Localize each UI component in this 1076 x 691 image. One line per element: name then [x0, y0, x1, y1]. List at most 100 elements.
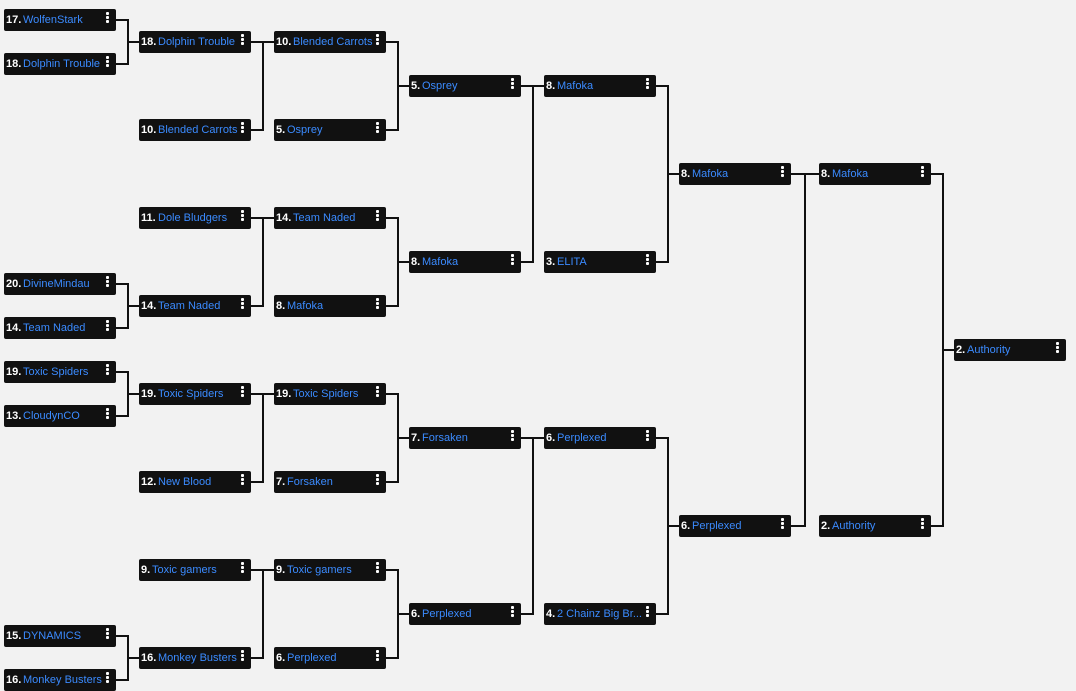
match-slot[interactable]: 16.Monkey Busters	[139, 647, 251, 669]
match-slot[interactable]: 6.Perplexed	[274, 647, 386, 669]
match-slot[interactable]: 16.Monkey Busters	[4, 669, 116, 691]
team-name-link[interactable]: Mafoka	[422, 256, 459, 268]
team-name-link[interactable]: Osprey	[422, 80, 458, 92]
more-vertical-icon[interactable]	[241, 298, 245, 310]
team-name-link[interactable]: Perplexed	[557, 432, 607, 444]
more-vertical-icon[interactable]	[646, 254, 650, 266]
more-vertical-icon[interactable]	[106, 276, 110, 288]
more-vertical-icon[interactable]	[241, 474, 245, 486]
team-name-link[interactable]: Dolphin Trouble	[158, 36, 236, 48]
more-vertical-icon[interactable]	[106, 56, 110, 68]
more-vertical-icon[interactable]	[646, 606, 650, 618]
match-slot[interactable]: 8.Mafoka	[409, 251, 521, 273]
team-name-link[interactable]: Blended Carrots	[158, 124, 238, 136]
match-slot[interactable]: 15.DYNAMICS	[4, 625, 116, 647]
more-vertical-icon[interactable]	[106, 320, 110, 332]
more-vertical-icon[interactable]	[376, 34, 380, 46]
match-slot[interactable]: 17.WolfenStark	[4, 9, 116, 31]
match-slot[interactable]: 8.Mafoka	[819, 163, 931, 185]
match-slot[interactable]: 8.Mafoka	[274, 295, 386, 317]
team-name-link[interactable]: Perplexed	[692, 520, 742, 532]
team-name-link[interactable]: Monkey Busters	[158, 652, 237, 664]
match-slot[interactable]: 7.Forsaken	[274, 471, 386, 493]
match-slot[interactable]: 13.CloudynCO	[4, 405, 116, 427]
team-name-link[interactable]: Blended Carrots	[293, 36, 373, 48]
team-name-link[interactable]: Forsaken	[287, 476, 333, 488]
more-vertical-icon[interactable]	[241, 562, 245, 574]
match-slot[interactable]: 9.Toxic gamers	[274, 559, 386, 581]
match-slot[interactable]: 10.Blended Carrots	[139, 119, 251, 141]
team-name-link[interactable]: DYNAMICS	[23, 630, 82, 642]
more-vertical-icon[interactable]	[511, 254, 515, 266]
team-name-link[interactable]: Authority	[832, 520, 876, 532]
more-vertical-icon[interactable]	[376, 386, 380, 398]
match-slot[interactable]: 10.Blended Carrots	[274, 31, 386, 53]
match-slot[interactable]: 19.Toxic Spiders	[4, 361, 116, 383]
team-name-link[interactable]: Toxic Spiders	[23, 366, 89, 378]
match-slot[interactable]: 19.Toxic Spiders	[274, 383, 386, 405]
more-vertical-icon[interactable]	[511, 78, 515, 90]
team-name-link[interactable]: Dolphin Trouble	[23, 58, 101, 70]
more-vertical-icon[interactable]	[106, 364, 110, 376]
team-name-link[interactable]: Team Naded	[158, 300, 221, 312]
team-name-link[interactable]: Perplexed	[287, 652, 337, 664]
match-slot[interactable]: 18.Dolphin Trouble	[4, 53, 116, 75]
more-vertical-icon[interactable]	[241, 386, 245, 398]
match-slot[interactable]: 5.Osprey	[409, 75, 521, 97]
match-slot[interactable]: 18.Dolphin Trouble	[139, 31, 251, 53]
team-name-link[interactable]: WolfenStark	[23, 14, 83, 26]
team-name-link[interactable]: Mafoka	[287, 300, 324, 312]
match-slot[interactable]: 9.Toxic gamers	[139, 559, 251, 581]
team-name-link[interactable]: Osprey	[287, 124, 323, 136]
team-name-link[interactable]: ELITA	[557, 256, 587, 268]
more-vertical-icon[interactable]	[781, 518, 785, 530]
match-slot[interactable]: 4.2 Chainz Big Br...	[544, 603, 656, 625]
match-slot[interactable]: 19.Toxic Spiders	[139, 383, 251, 405]
match-slot[interactable]: 6.Perplexed	[409, 603, 521, 625]
more-vertical-icon[interactable]	[646, 430, 650, 442]
more-vertical-icon[interactable]	[376, 650, 380, 662]
team-name-link[interactable]: Mafoka	[557, 80, 594, 92]
more-vertical-icon[interactable]	[376, 122, 380, 134]
team-name-link[interactable]: 2 Chainz Big Br...	[557, 608, 642, 620]
match-slot[interactable]: 2.Authority	[954, 339, 1066, 361]
more-vertical-icon[interactable]	[106, 12, 110, 24]
more-vertical-icon[interactable]	[1056, 342, 1060, 354]
match-slot[interactable]: 8.Mafoka	[679, 163, 791, 185]
team-name-link[interactable]: Authority	[967, 344, 1011, 356]
more-vertical-icon[interactable]	[241, 210, 245, 222]
more-vertical-icon[interactable]	[376, 474, 380, 486]
team-name-link[interactable]: Toxic gamers	[287, 564, 352, 576]
team-name-link[interactable]: CloudynCO	[23, 410, 80, 422]
match-slot[interactable]: 14.Team Naded	[274, 207, 386, 229]
team-name-link[interactable]: Toxic Spiders	[293, 388, 359, 400]
team-name-link[interactable]: Dole Bludgers	[158, 212, 228, 224]
team-name-link[interactable]: Team Naded	[23, 322, 86, 334]
more-vertical-icon[interactable]	[511, 430, 515, 442]
match-slot[interactable]: 6.Perplexed	[544, 427, 656, 449]
team-name-link[interactable]: Toxic Spiders	[158, 388, 224, 400]
more-vertical-icon[interactable]	[511, 606, 515, 618]
more-vertical-icon[interactable]	[376, 298, 380, 310]
more-vertical-icon[interactable]	[106, 408, 110, 420]
match-slot[interactable]: 20.DivineMindau	[4, 273, 116, 295]
team-name-link[interactable]: Toxic gamers	[152, 564, 217, 576]
team-name-link[interactable]: Team Naded	[293, 212, 356, 224]
match-slot[interactable]: 7.Forsaken	[409, 427, 521, 449]
match-slot[interactable]: 3.ELITA	[544, 251, 656, 273]
match-slot[interactable]: 12.New Blood	[139, 471, 251, 493]
match-slot[interactable]: 2.Authority	[819, 515, 931, 537]
match-slot[interactable]: 14.Team Naded	[4, 317, 116, 339]
more-vertical-icon[interactable]	[106, 672, 110, 684]
team-name-link[interactable]: Perplexed	[422, 608, 472, 620]
more-vertical-icon[interactable]	[921, 166, 925, 178]
more-vertical-icon[interactable]	[781, 166, 785, 178]
more-vertical-icon[interactable]	[241, 34, 245, 46]
match-slot[interactable]: 11.Dole Bludgers	[139, 207, 251, 229]
team-name-link[interactable]: New Blood	[158, 476, 212, 488]
more-vertical-icon[interactable]	[241, 122, 245, 134]
more-vertical-icon[interactable]	[376, 210, 380, 222]
match-slot[interactable]: 14.Team Naded	[139, 295, 251, 317]
match-slot[interactable]: 5.Osprey	[274, 119, 386, 141]
team-name-link[interactable]: DivineMindau	[23, 278, 90, 290]
